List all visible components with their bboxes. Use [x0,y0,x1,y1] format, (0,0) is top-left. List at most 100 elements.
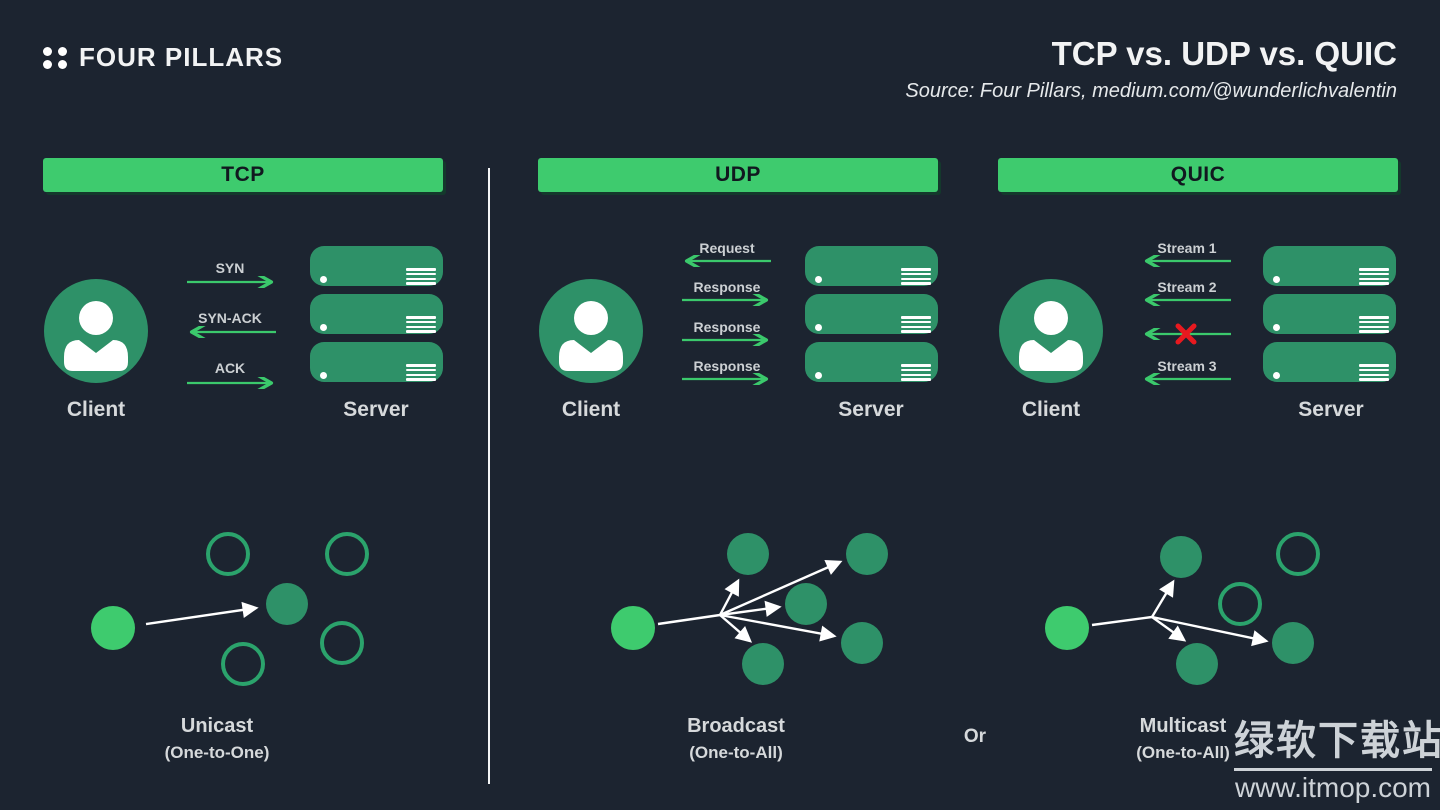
message-arrow-icon [680,334,773,346]
message-arrow-icon [1140,255,1233,267]
broadcast-arrow [719,600,782,617]
server-label: Server [343,398,409,421]
server-icon [310,246,443,286]
message-label: Request [699,240,755,256]
cast-title: Broadcast [687,715,785,737]
server-icon [805,342,938,382]
node-target [1176,643,1218,685]
cast-title: Multicast [1139,715,1227,737]
node-target [727,533,769,575]
message-arrow-icon [680,373,773,385]
client-avatar-icon [44,279,148,383]
node-outlined [325,532,369,576]
node-outlined [221,642,265,686]
node-target [1160,536,1202,578]
multicast-arrow [1151,616,1187,642]
server-label: Server [1298,398,1364,421]
source-credit: Source: Four Pillars, medium.com/@wunder… [905,80,1397,102]
tcp-header-label: TCP [221,163,265,186]
title-block: TCP vs. UDP vs. QUIC Source: Four Pillar… [905,37,1397,103]
node-target [1272,622,1314,664]
cast-title: Unicast [180,715,254,737]
server-icon [310,342,443,382]
page-title: TCP vs. UDP vs. QUIC [1051,35,1397,72]
watermark-site-name: 绿软下载站 [1234,719,1440,763]
watermark-divider [1234,768,1432,771]
udp-header-label: UDP [715,163,761,186]
column-divider [488,168,490,784]
multicast-stem [1091,615,1153,627]
broadcast-arrow [719,613,837,642]
server-label: Server [838,398,904,421]
multicast-arrow [1150,579,1175,618]
cast-subtitle: (One-to-One) [164,743,270,762]
multicast-diagram [1045,532,1320,685]
watermark-site-url: www.itmop.com [1234,772,1432,803]
quic-header-bar: QUIC [998,158,1398,192]
node-source [91,606,135,650]
message-label: ACK [214,360,246,376]
broadcast-arrow [719,560,843,617]
tcp-header-bar: TCP [43,158,443,192]
udp-column: UDP Client Request Response Response Res… [538,150,938,810]
server-icon [1263,342,1396,382]
broadcast-arrow [719,614,753,643]
broadcast-arrow [718,578,740,616]
multicast-arrow [1151,615,1269,647]
message-arrow-icon [680,255,773,267]
client-avatar-icon [539,279,643,383]
unicast-diagram [91,532,369,686]
message-label: SYN [215,260,245,276]
message-arrow-icon [185,377,278,389]
quic-column: QUIC Client Stream 1 Stream 2 Stream 3 S… [998,150,1398,810]
quic-header-label: QUIC [1170,163,1226,186]
node-source [611,606,655,650]
client-label: Client [66,398,126,421]
node-source [1045,606,1089,650]
blocked-x-icon [1175,323,1197,345]
message-label: Response [693,319,761,335]
broadcast-diagram [611,533,888,685]
message-arrow-icon [1140,373,1233,385]
cast-subtitle: (One-to-All) [1136,743,1230,762]
logo-text: FOUR PILLARS [79,42,284,72]
udp-header-bar: UDP [538,158,938,192]
broadcast-stem [657,613,721,626]
server-icon [310,294,443,334]
cast-subtitle: (One-to-All) [689,743,783,762]
node-outlined [1218,582,1262,626]
node-target [742,643,784,685]
client-avatar-icon [999,279,1103,383]
server-icon [805,246,938,286]
node-outlined [206,532,250,576]
message-label: Stream 1 [1157,240,1217,256]
client-label: Client [1021,398,1081,421]
or-label: Or [963,726,987,747]
four-pillars-logo: FOUR PILLARS [43,42,283,73]
server-icon [805,294,938,334]
node-outlined [320,621,364,665]
node-target [846,533,888,575]
node-target [266,583,308,625]
message-label: Stream 3 [1157,358,1217,374]
tcp-column: TCP Client SYN SYN-ACK ACK Server Unicas… [43,150,443,810]
message-label: Stream 2 [1157,279,1217,295]
four-dots-icon [43,46,67,69]
server-icon [1263,246,1396,286]
watermark: 绿软下载站 www.itmop.com [1234,717,1440,804]
node-outlined [1276,532,1320,576]
message-arrow-icon [185,326,278,338]
message-label: Response [693,279,761,295]
server-icon [1263,294,1396,334]
unicast-arrow [145,601,259,626]
message-label: SYN-ACK [198,310,262,326]
server-stack [310,246,443,390]
server-stack [805,246,938,390]
server-stack [1263,246,1396,390]
client-label: Client [561,398,621,421]
message-arrow-icon [1140,294,1233,306]
node-target [841,622,883,664]
message-label: Response [693,358,761,374]
node-target [785,583,827,625]
message-arrow-icon [680,294,773,306]
